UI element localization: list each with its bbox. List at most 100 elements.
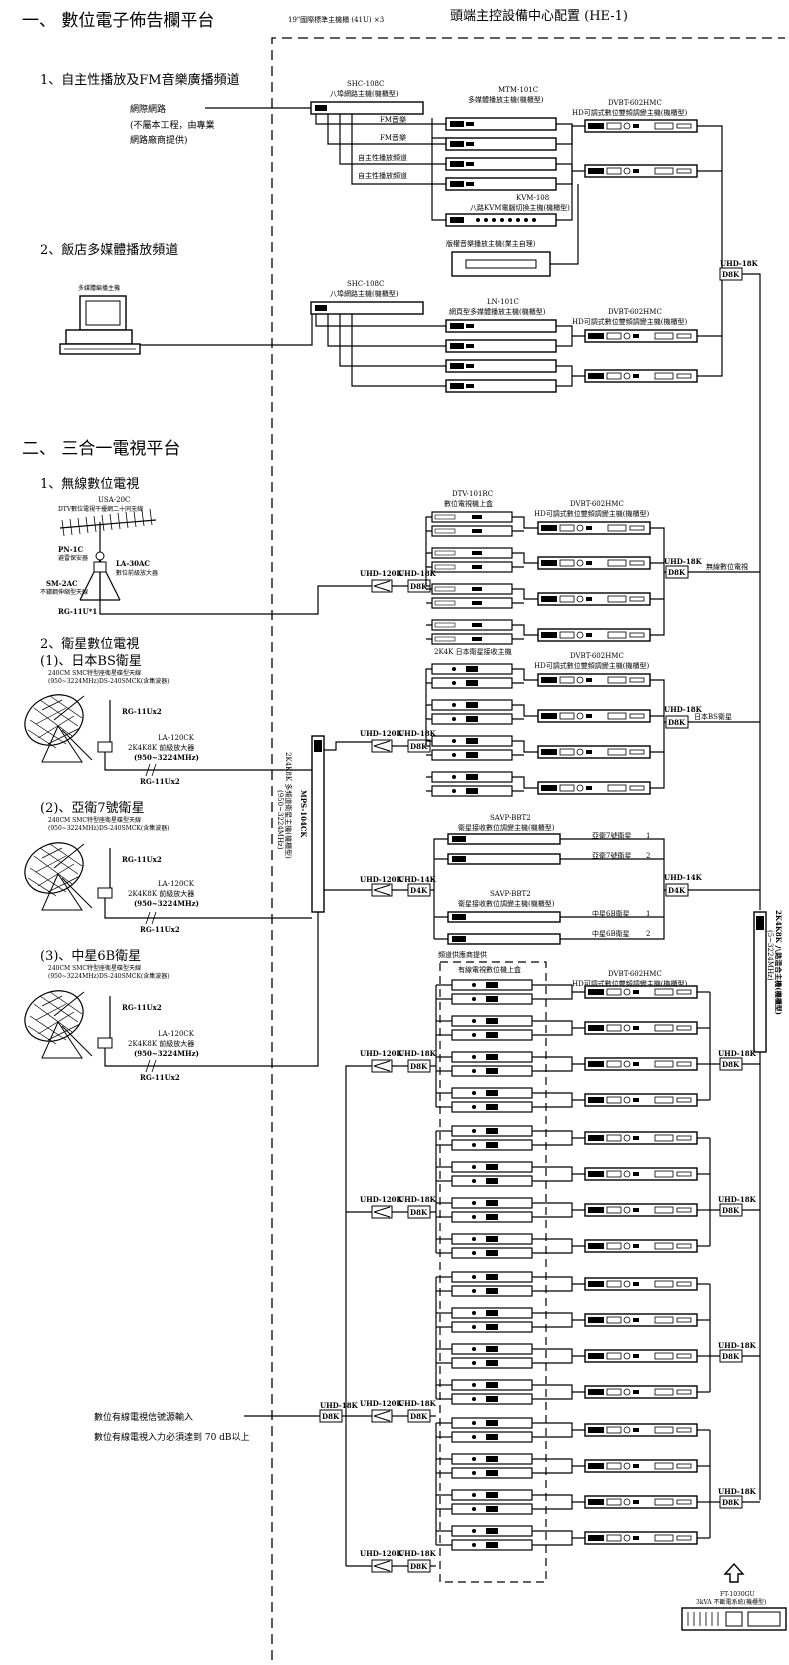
ups-desc: 3kVA 不斷電系統(機櫃型) [696,1598,766,1606]
cs-dish-desc2: (950~3224MHz)DS-240SMCK(含集波器) [48,972,170,980]
ln-desc: 網頁型多媒體播放主機(機櫃型) [449,307,546,316]
dvbt-model-4: DVBT-602HMC [570,652,624,660]
sm-model: SM-2AC [46,579,78,588]
dtv101-model: DTV-101RC [452,490,493,498]
asia-la120-model: LA-120CK [158,880,195,888]
d8k-out-1: D8K [722,1060,740,1069]
dvbt-model-1: DVBT-602HMC [608,99,662,107]
d8k-out-3: D8K [722,1352,740,1361]
uhd120k-cable-2: UHD-120K [360,1195,403,1204]
combiner-title: 2K4K8K 八路混合主機(機櫃型) [774,910,783,1015]
savp-group-2 [447,911,561,945]
asia-rg11ux2-b: RG-11Ux2 [140,925,180,934]
bs-rg11ux2-b: RG-11Ux2 [140,777,180,786]
asia-n1: 1 [646,832,650,840]
uhd18k-cable-3: UHD-18K [398,1399,437,1408]
uhd14k-2: UHD-14K [664,873,703,882]
dvbt-desc-5: HD可調式數位雙頻調變主機(機櫃型) [572,979,687,988]
uhd18k-top: UHD-18K [720,259,759,268]
uhd18k-2: UHD-18K [664,557,703,566]
bs-rg11ux2-a: RG-11Ux2 [122,707,162,716]
bs-dish-desc2: (950~3224MHz)DS-240SMCK(含集波器) [48,677,170,685]
kvm-desc: 八路KVM電腦切換主機(機櫃型) [470,203,570,212]
d8k-2: D8K [668,568,686,577]
d8k-cable-1: D8K [410,1062,428,1071]
uhd18k-cable-2: UHD-18K [398,1195,437,1204]
shc-model-1: SHC-108C [347,80,384,88]
mtm-desc: 多媒體播放主機(機櫃型) [468,95,544,104]
d8k-4: D8K [668,718,686,727]
cable-input-label: 數位有線電視信號源輸入 [94,1411,193,1423]
usa-model: USA-20C [98,496,130,504]
cs-n1: 1 [646,910,650,918]
rack-label: 19"國際標準主機櫃 (41U) ×3 [288,15,384,24]
dvbt-model-2: DVBT-602HMC [608,308,662,316]
bs-la120-range: (950~3224MHz) [134,753,199,762]
mtm-model: MTM-101C [498,86,538,94]
cs-ch1: 中星6B衛星 [592,909,630,918]
savp-group-1 [447,833,561,865]
cs-la120-model: LA-120CK [158,1030,195,1038]
uhd18k-cable-1: UHD-18K [398,1049,437,1058]
japan-bs-label: 日本BS衛星 [694,712,732,721]
cable-groups: UHD-120KUHD-18KD8KUHD-18KD8KUHD-120KUHD-… [360,979,760,1573]
ups-model: FT-1030GU [720,1591,755,1598]
savp-desc-1: 衛星接收數位調變主機(機櫃型) [458,823,555,832]
d8k-out-2: D8K [722,1206,740,1215]
mps-104ck [311,735,325,913]
asia-la120-desc: 2K4K8K 前級放大器 [128,889,194,898]
la30-model: LA-30AC [116,559,150,568]
computer-icon [59,295,141,355]
dvbt-desc-3: HD可調式數位雙頻調變主機(機櫃型) [534,509,649,518]
uhd18k-out-3: UHD-18K [718,1341,757,1350]
sm-desc: 不鏽鋼伸縮型天線 [40,588,88,596]
asia-dish-desc2: (950~3224MHz)DS-240SMCK(含集波器) [48,824,170,832]
asia-ch1: 亞衛7號衛星 [592,831,631,840]
cs-la120-range: (950~3224MHz) [134,1049,199,1058]
asia-rg11ux2-a: RG-11Ux2 [122,855,162,864]
uhd14k-1: UHD-14K [398,875,437,884]
d8k-in: D8K [322,1412,340,1421]
d4k-2: D4K [668,886,686,895]
uhd120k-2: UHD-120K [360,729,403,738]
self-channel-2: 自主性播放頻道 [358,171,407,180]
bs-title: (1)、日本BS衛星 [40,654,142,669]
pn-model: PN-1C [58,545,83,554]
uhd18k-out-1: UHD-18K [718,1049,757,1058]
mps-model: MPS-104CK [299,790,308,838]
network-note1: (不屬本工程，由專業 [130,119,215,131]
music-host [451,251,551,277]
uhd120k-3: UHD-120K [360,875,403,884]
bs-la120-model: LA-120CK [158,734,195,742]
uhd18k-4: UHD-18K [664,705,703,714]
uhd120k-1: UHD-120K [360,569,403,578]
shc-desc-1: 八埠網路主機(機櫃型) [330,89,399,98]
asia-ch2: 亞衛7號衛星 [592,851,631,860]
uhd18k-in: UHD-18K [320,1401,359,1410]
pn-desc: 避雷保安器 [58,554,88,562]
d8k-cable-3: D8K [410,1412,428,1421]
d8k-1: D8K [410,582,428,591]
shc-switch-1 [310,101,424,115]
up-arrow-icon [723,1562,745,1583]
dvbt-model-5: DVBT-602HMC [608,970,662,978]
network-label: 網際網路 [130,103,166,115]
hotel-channel-title: 2、飯店多媒體播放頻道 [40,242,178,258]
uhd120k-cable-4: UHD-120K [360,1549,403,1558]
section2-title: 二、 三合一電視平台 [22,439,180,459]
uhd18k-out-2: UHD-18K [718,1195,757,1204]
dvbt-desc-4: HD可調式數位雙頻調變主機(機櫃型) [534,661,649,670]
uhd18k-cable-4: UHD-18K [398,1549,437,1558]
network-note2: 網路廠商提供) [130,134,188,146]
self-channel-1: 自主性播放頻道 [358,153,407,162]
combiner-range: (5~3224MHz) [766,930,774,981]
sat-title: 2、衛星數位電視 [40,637,139,652]
kvm-model: KVM-108 [516,194,549,202]
d8k-3: D8K [410,742,428,751]
asia-la120-range: (950~3224MHz) [134,899,199,908]
savp-model-1: SAVP-BBT2 [490,814,531,822]
